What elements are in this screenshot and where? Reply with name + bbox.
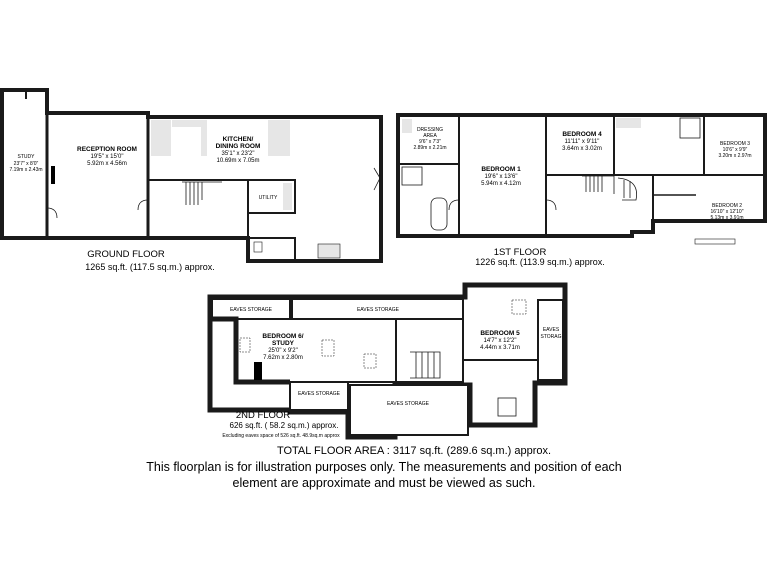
kitchen-worktop [151, 120, 171, 156]
utility-walls [248, 179, 296, 214]
floor-area-note: Excluding eaves space of 526 sq.ft. 48.9… [222, 433, 340, 439]
room-dims: 3.64m x 3.02m [562, 146, 602, 152]
room-dims: 2.89m x 2.21m [413, 145, 446, 151]
kitchen-worktop [201, 120, 207, 156]
room-dims: 10'6" x 9'9" [723, 147, 748, 153]
room-dims: 5.92m x 4.56m [87, 161, 127, 167]
room-dims: 35'1" x 23'2" [222, 151, 255, 157]
staircase [410, 351, 441, 379]
velux-window [363, 353, 377, 369]
eaves-label: EAVES [543, 327, 560, 333]
eaves-storage-area [537, 299, 564, 381]
door-swing [373, 167, 381, 191]
room-dims: 14'7" x 12'2" [484, 338, 517, 344]
room-name: AREA [423, 133, 437, 139]
room-dims: 3.20m x 2.97m [718, 153, 751, 159]
eaves-storage-area [289, 381, 349, 411]
floor-area: 626 sq.ft. ( 58.2 sq.m.) approx. [230, 421, 339, 430]
first-floor-labels: DRESSING AREA 9'6" x 7'3" 2.89m x 2.21m … [413, 127, 751, 267]
floor-title: GROUND FLOOR [87, 249, 165, 260]
staircase [582, 175, 615, 194]
room-dims: 10.69m x 7.05m [216, 158, 259, 164]
first-floor-fixtures [401, 117, 736, 245]
velux-window [321, 339, 335, 357]
floor-title: 2ND FLOOR [236, 410, 291, 421]
room-name: BEDROOM 6/ [262, 333, 303, 340]
room-name: BEDROOM 3 [720, 141, 750, 147]
room-dims: 11'11" x 9'11" [565, 139, 600, 145]
kitchen-island [268, 120, 290, 156]
door-swing [448, 199, 460, 211]
ground-floor-plan [0, 88, 383, 263]
shower-tray [317, 243, 341, 259]
room-name: STUDY [272, 340, 295, 347]
room-name: BEDROOM 2 [712, 203, 742, 209]
room-dims: 25'0" x 9'2" [268, 348, 298, 354]
chimney [254, 362, 262, 380]
wall [236, 318, 538, 383]
bed-furniture [694, 238, 736, 245]
room-name: STUDY [18, 154, 36, 160]
disclaimer-line-1: This floorplan is for illustration purpo… [146, 460, 622, 474]
total-floor-area: TOTAL FLOOR AREA : 3117 sq.ft. (289.6 sq… [276, 445, 552, 457]
door-swing [137, 199, 149, 211]
ground-floor-outer-wall [0, 88, 383, 263]
door-swing [545, 199, 557, 211]
second-floor-outer-wall [207, 282, 568, 440]
room-dims: 7.19m x 2.43m [9, 167, 42, 173]
floor-area: 1265 sq.ft. (117.5 sq.m.) approx. [85, 262, 214, 272]
room-name: RECEPTION ROOM [77, 146, 137, 153]
room-dims: 5.94m x 4.12m [481, 181, 521, 187]
room-name: UTILITY [259, 195, 278, 201]
utility-counter [283, 183, 292, 210]
kitchen-worktop [172, 120, 207, 127]
room-name: BEDROOM 5 [480, 330, 520, 337]
room-name: DRESSING [417, 127, 443, 133]
room-dims: 16'10" x 12'10" [711, 209, 744, 215]
room-dims: 19'5" x 15'0" [91, 154, 124, 160]
wc-toilet [253, 241, 263, 253]
eaves-label: STORAG [540, 334, 561, 340]
wc-walls [248, 237, 296, 261]
eaves-storage-area [349, 384, 469, 436]
velux-window [239, 337, 251, 353]
staircase [182, 181, 222, 205]
shower-tray [497, 397, 517, 417]
ground-floor-labels: STUDY 23'7" x 8'0" 7.19m x 2.43m RECEPTI… [9, 136, 278, 272]
shower-tray [401, 166, 423, 186]
room-dims: 7.62m x 2.80m [263, 355, 303, 361]
eaves-label: EAVES STORAGE [357, 307, 400, 313]
door-swing [46, 207, 58, 219]
second-floor-plan [207, 282, 568, 440]
first-floor-plan [396, 113, 767, 238]
first-floor-outer-wall [396, 113, 767, 238]
room-dims: 23'7" x 8'0" [14, 161, 39, 167]
wardrobe [402, 119, 412, 133]
room-dims: 9'6" x 7'3" [419, 139, 441, 145]
room-name: BEDROOM 4 [562, 131, 602, 138]
floor-title: 1ST FLOOR [494, 247, 547, 258]
bath [430, 197, 448, 231]
eaves-label: EAVES STORAGE [387, 401, 430, 407]
room-name: KITCHEN/ [223, 136, 254, 143]
room-dims: 5.13m x 3.91m [710, 215, 743, 221]
shower-tray [679, 117, 701, 139]
eaves-wall [212, 316, 290, 385]
staircase [617, 177, 637, 201]
eaves-label: EAVES STORAGE [298, 391, 341, 397]
room-name: BEDROOM 1 [481, 166, 521, 173]
room-dims: 19'6" x 13'6" [485, 174, 518, 180]
disclaimer-line-2: element are approximate and must be view… [232, 476, 536, 490]
second-floor-labels: EAVES STORAGE EAVES STORAGE EAVES STORAG… [222, 307, 561, 439]
eaves-label: EAVES STORAGE [230, 307, 273, 313]
wardrobe [616, 118, 641, 128]
room-name: DINING ROOM [216, 143, 261, 150]
fireplace [51, 166, 55, 184]
ground-floor-fixtures [46, 120, 381, 259]
room-dims: 4.44m x 3.71m [480, 345, 520, 351]
velux-window [511, 299, 527, 315]
floor-area: 1226 sq.ft. (113.9 sq.m.) approx. [475, 257, 604, 267]
